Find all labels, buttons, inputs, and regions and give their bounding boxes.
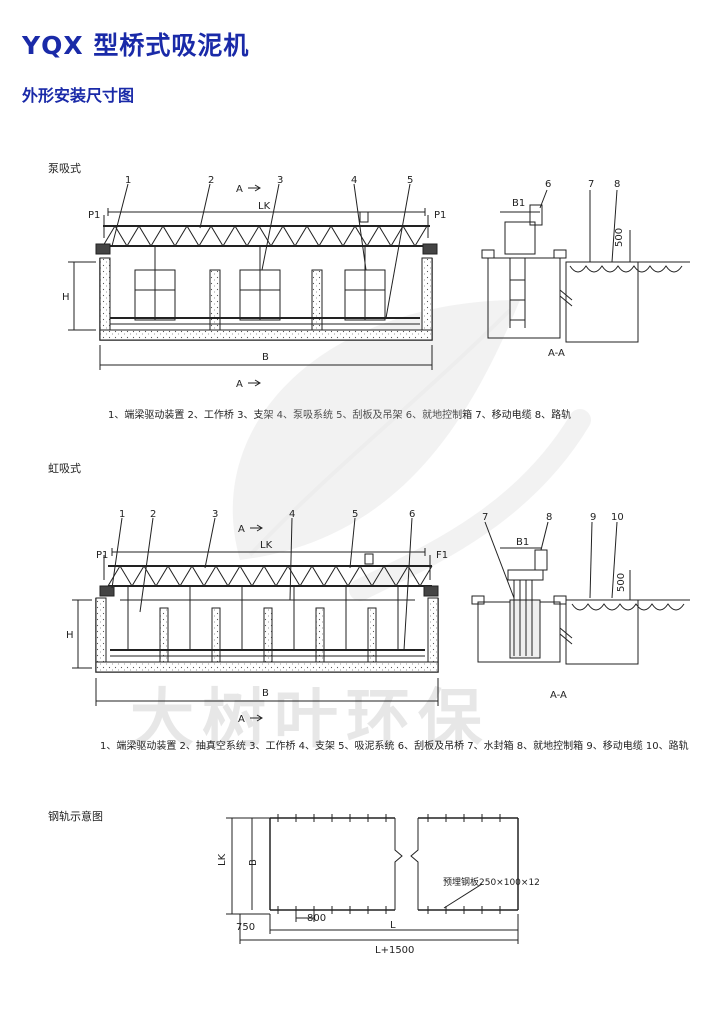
callout-3: 3	[212, 509, 218, 520]
siphon-callouts: 1 2 3 4 5 6 7 8 9 10 LK B H B1 P1 F1 A A…	[66, 509, 627, 725]
siphon-legend: 1、端梁驱动装置 2、抽真空系统 3、工作桥 4、支架 5、吸泥系统 6、刮板及…	[100, 741, 689, 752]
watermark-text: 大树叶环保	[130, 683, 490, 757]
siphon-diagram	[72, 517, 690, 722]
dim-800: 800	[307, 913, 326, 924]
callout-10: 10	[611, 512, 624, 523]
dim-500: 500	[616, 573, 627, 592]
section-label-aa: A-A	[548, 348, 565, 359]
callout-4: 4	[351, 175, 357, 186]
section-marker-a-top: A	[238, 524, 245, 535]
dim-h: H	[66, 630, 74, 641]
callout-3: 3	[277, 175, 283, 186]
leaf-watermark-icon	[232, 300, 591, 601]
callout-6: 6	[545, 179, 551, 190]
callout-9: 9	[590, 512, 596, 523]
section-marker-a-bottom: A	[238, 714, 245, 725]
dim-b: B	[262, 352, 269, 363]
callout-1: 1	[125, 175, 131, 186]
dim-p1-right: P1	[434, 210, 446, 221]
callout-5: 5	[352, 509, 358, 520]
rail-diagram	[226, 814, 519, 944]
siphon-section-label: 虹吸式	[48, 462, 81, 475]
dim-p1-left: P1	[88, 210, 100, 221]
callout-8: 8	[546, 512, 552, 523]
page-title: YQX 型桥式吸泥机	[22, 31, 250, 60]
callout-7: 7	[482, 512, 488, 523]
dim-l: L	[390, 920, 396, 931]
dim-750: 750	[236, 922, 255, 933]
callout-7: 7	[588, 179, 594, 190]
pump-section-label: 泵吸式	[48, 162, 81, 175]
dim-b: B	[248, 859, 259, 866]
embedded-plate-note: 预埋钢板250×100×12	[443, 876, 540, 888]
callout-4: 4	[289, 509, 295, 520]
pump-callouts: 1 2 3 4 5 6 7 8 LK B H B1 P1 P1 A A A-A …	[62, 175, 625, 390]
dim-b1: B1	[512, 198, 525, 209]
callout-1: 1	[119, 509, 125, 520]
section-label-aa: A-A	[550, 690, 567, 701]
dim-b: B	[262, 688, 269, 699]
pump-diagram	[68, 183, 690, 387]
dim-lk: LK	[260, 540, 273, 551]
callout-8: 8	[614, 179, 620, 190]
dim-500: 500	[614, 228, 625, 247]
dim-l1500: L+1500	[375, 945, 414, 956]
callout-5: 5	[407, 175, 413, 186]
dim-f1: F1	[436, 550, 448, 561]
dim-lk: LK	[217, 853, 228, 866]
pump-legend: 1、端梁驱动装置 2、工作桥 3、支架 4、泵吸系统 5、刮板及吊架 6、就地控…	[108, 410, 572, 421]
callout-6: 6	[409, 509, 415, 520]
callout-2: 2	[150, 509, 156, 520]
rail-labels: LK B L L+1500 800 750 预埋钢板250×100×12	[217, 853, 540, 956]
dim-p1: P1	[96, 550, 108, 561]
section-marker-a-top: A	[236, 184, 243, 195]
rail-section-label: 钢轨示意图	[48, 810, 103, 823]
dim-b1: B1	[516, 537, 529, 548]
dim-lk: LK	[258, 201, 271, 212]
section-marker-a-bottom: A	[236, 379, 243, 390]
dim-h: H	[62, 292, 70, 303]
page-subtitle: 外形安装尺寸图	[22, 86, 135, 105]
callout-2: 2	[208, 175, 214, 186]
